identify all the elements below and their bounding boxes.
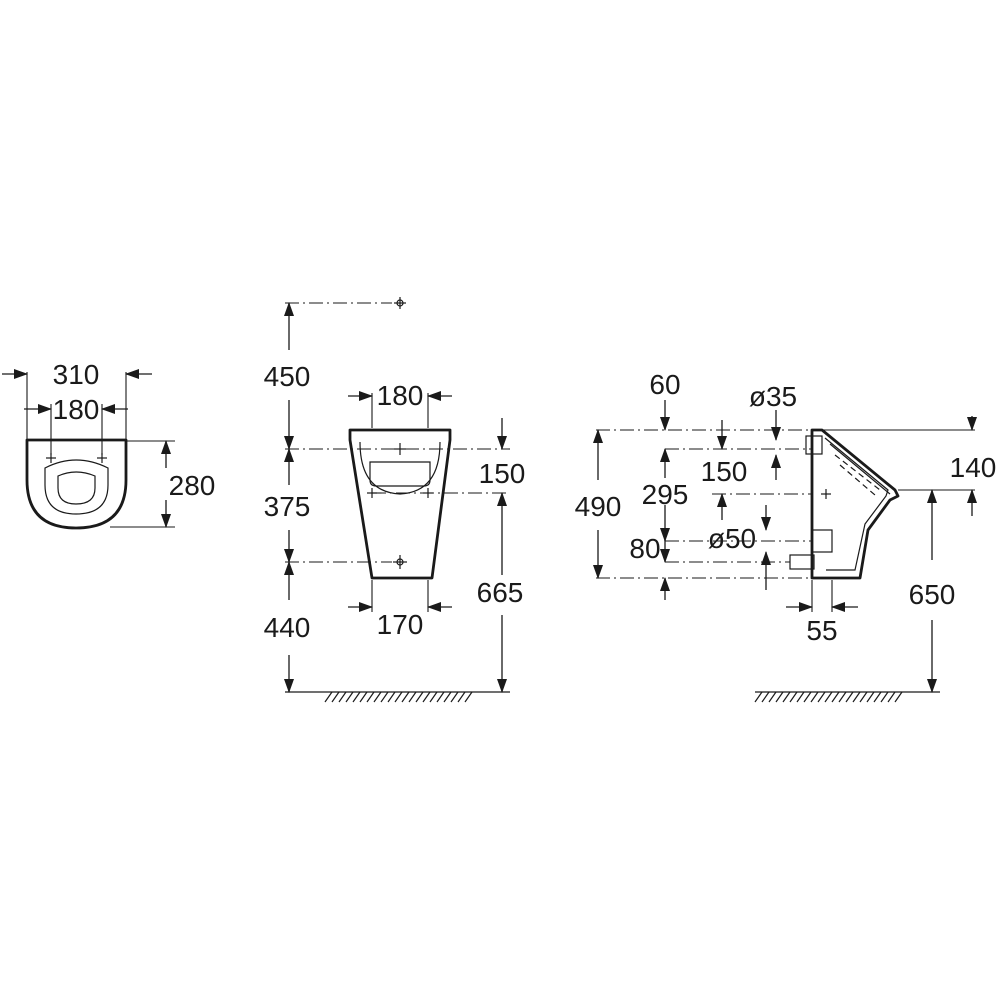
side-fixing-offset-label: 150: [701, 456, 748, 487]
elevation-body-outline: [348, 428, 452, 580]
front-view-outline: [25, 438, 128, 530]
side-outlet-diameter-label: ø50: [708, 523, 756, 554]
side-flush-channel: [829, 443, 891, 495]
elevation-inlet-height-label: 450: [264, 361, 311, 392]
front-depth-label: 280: [169, 470, 216, 501]
side-outlet-spigot: [789, 554, 815, 570]
front-view-basin: [44, 459, 109, 515]
elevation-view: 450 180 150 375 665 440 170: [264, 297, 526, 703]
elevation-inlet-marker: [394, 297, 406, 309]
side-outlet-projection-label: 55: [806, 615, 837, 646]
side-rim-to-top-label: 140: [950, 452, 997, 483]
elevation-top-width-label: 180: [377, 380, 424, 411]
side-floor-hatch: [754, 691, 903, 703]
side-inlet-diameter-label: ø35: [749, 381, 797, 412]
side-rim-height-label: 650: [909, 579, 956, 610]
front-view-basin-inner: [57, 471, 96, 505]
side-body-inner: [824, 437, 889, 571]
side-view: 60 ø35 150 140 295 490 ø50 80 650 55: [575, 369, 997, 703]
side-outlet-offset-label: 80: [629, 533, 660, 564]
side-inlet-block: [805, 435, 823, 455]
elevation-basin-inner: [369, 461, 431, 487]
side-offset-top-label: 60: [649, 369, 680, 400]
elevation-basin: [359, 441, 441, 495]
elevation-outlet-marker: [393, 555, 407, 569]
elevation-rim-height-label: 665: [477, 577, 524, 608]
side-inlet-offset-label: 295: [642, 479, 689, 510]
elevation-fixing-spacing-label: 375: [264, 491, 311, 522]
side-body-outline: [810, 428, 900, 580]
elevation-outlet-height-label: 440: [264, 612, 311, 643]
side-overall-height-label: 490: [575, 491, 622, 522]
elevation-bottom-width-label: 170: [377, 609, 424, 640]
front-overall-width-label: 310: [53, 359, 100, 390]
side-fixing-marker: [821, 489, 831, 499]
side-outlet-pipe: [811, 529, 833, 553]
elevation-rim-to-fixing-label: 150: [479, 458, 526, 489]
front-view: 310 180 280: [2, 359, 216, 530]
elevation-floor-hatch: [324, 691, 473, 703]
front-fixing-width-label: 180: [53, 394, 100, 425]
